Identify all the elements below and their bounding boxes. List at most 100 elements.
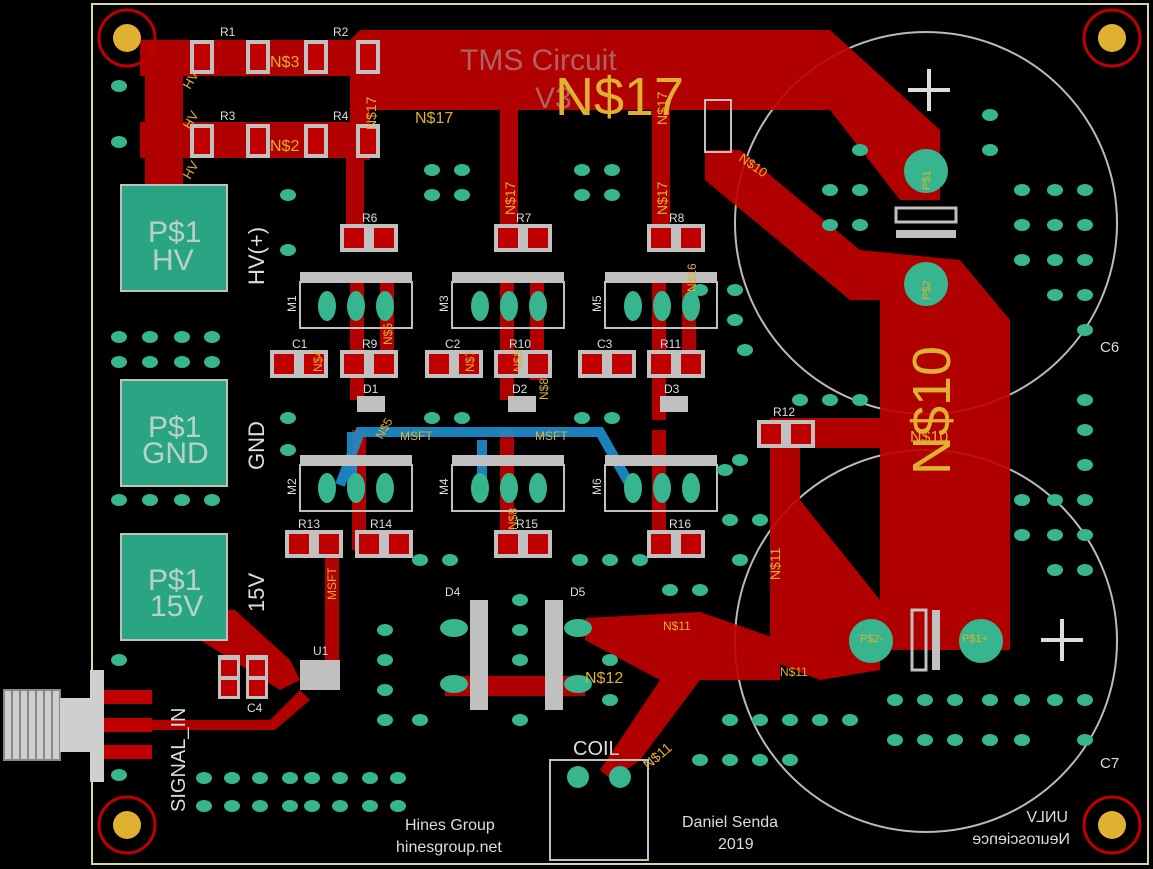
- via: [792, 394, 808, 406]
- pad-label-p2-c6: P$2: [921, 280, 933, 300]
- via: [604, 189, 620, 201]
- ref-r9: R9: [362, 337, 378, 351]
- capacitor-c6-label: C6: [1100, 339, 1119, 356]
- via: [454, 189, 470, 201]
- via: [224, 772, 240, 784]
- via: [947, 734, 963, 746]
- ref-c3: C3: [597, 337, 613, 351]
- ref-m1: M1: [285, 295, 299, 312]
- net-label-n7-vert: N$7: [463, 350, 477, 372]
- via: [424, 412, 440, 424]
- via: [1047, 254, 1063, 266]
- ref-r16: R16: [669, 517, 691, 531]
- via: [377, 684, 393, 696]
- ref-r15: R15: [516, 517, 538, 531]
- via: [1077, 219, 1093, 231]
- via: [1014, 734, 1030, 746]
- connector-hv-label: HV(+): [244, 227, 269, 285]
- via: [1014, 184, 1030, 196]
- connector-15v-ref: P$1: [148, 564, 201, 597]
- via: [887, 694, 903, 706]
- via: [1014, 254, 1030, 266]
- terminal-blocks: [120, 184, 228, 641]
- credit-year: 2019: [718, 836, 754, 853]
- net-label-n2: N$2: [270, 138, 299, 155]
- via: [732, 454, 748, 466]
- signal-in-label: SIGNAL_IN: [168, 708, 190, 812]
- net-label-n17: N$17: [415, 110, 453, 127]
- via: [280, 189, 296, 201]
- via: [442, 554, 458, 566]
- via: [204, 494, 220, 506]
- via: [782, 714, 798, 726]
- via: [852, 184, 868, 196]
- net-label-n11-vert: N$11: [767, 547, 783, 580]
- via: [332, 772, 348, 784]
- via: [424, 164, 440, 176]
- via: [574, 164, 590, 176]
- coil-label: COIL: [573, 738, 620, 760]
- via: [632, 554, 648, 566]
- net-label-n12: N$12: [585, 670, 623, 687]
- diodes-d4-d5: [440, 600, 592, 710]
- via: [727, 284, 743, 296]
- via: [822, 219, 838, 231]
- via: [1047, 694, 1063, 706]
- net-label-n8-vert: N$8: [511, 350, 525, 372]
- via: [332, 800, 348, 812]
- mosfet-bodies: [299, 272, 718, 512]
- ref-c2: C2: [445, 337, 461, 351]
- via: [752, 714, 768, 726]
- via: [737, 344, 753, 356]
- via: [142, 356, 158, 368]
- ref-m3: M3: [437, 295, 451, 312]
- ref-m5: M5: [590, 295, 604, 312]
- via: [111, 80, 127, 92]
- ref-d1: D1: [363, 382, 379, 396]
- board-title: TMS Circuit: [460, 44, 617, 77]
- via: [1077, 324, 1093, 336]
- via: [722, 754, 738, 766]
- via: [204, 356, 220, 368]
- via: [196, 772, 212, 784]
- via: [852, 394, 868, 406]
- via: [1047, 564, 1063, 576]
- via: [602, 694, 618, 706]
- via: [812, 714, 828, 726]
- via: [196, 800, 212, 812]
- via: [1077, 289, 1093, 301]
- via: [1077, 564, 1093, 576]
- via: [1077, 459, 1093, 471]
- mosfet-pads: [318, 291, 700, 503]
- via: [1014, 219, 1030, 231]
- net-label-n17-vert-1: N$17: [363, 96, 379, 130]
- via: [732, 554, 748, 566]
- via: [1047, 289, 1063, 301]
- mounting-holes: [97, 8, 1142, 855]
- net-label-n10-large: N$10: [902, 346, 962, 475]
- via: [304, 772, 320, 784]
- via: [174, 494, 190, 506]
- ref-m2: M2: [285, 478, 299, 495]
- smd-pad-copper: [194, 44, 811, 696]
- connector-gnd-ref: P$1: [148, 411, 201, 444]
- via: [454, 412, 470, 424]
- pad-label-p1plus-c7: P$1+: [962, 633, 988, 645]
- sma-connector: [3, 670, 152, 782]
- connector-hv-ref: P$1: [148, 216, 201, 249]
- via: [111, 356, 127, 368]
- credit-hines-group: Hines Group: [405, 817, 495, 834]
- coil-pad-1: [567, 766, 589, 788]
- via: [1077, 529, 1093, 541]
- net-label-msft-1: MSFT: [400, 429, 433, 443]
- ref-r13: R13: [298, 517, 320, 531]
- via: [917, 734, 933, 746]
- via: [412, 714, 428, 726]
- credit-hines-url: hinesgroup.net: [396, 839, 502, 856]
- via: [1014, 694, 1030, 706]
- via: [111, 494, 127, 506]
- capacitor-c7-label: C7: [1100, 755, 1119, 772]
- net-label-n17-large: N$17: [555, 67, 684, 127]
